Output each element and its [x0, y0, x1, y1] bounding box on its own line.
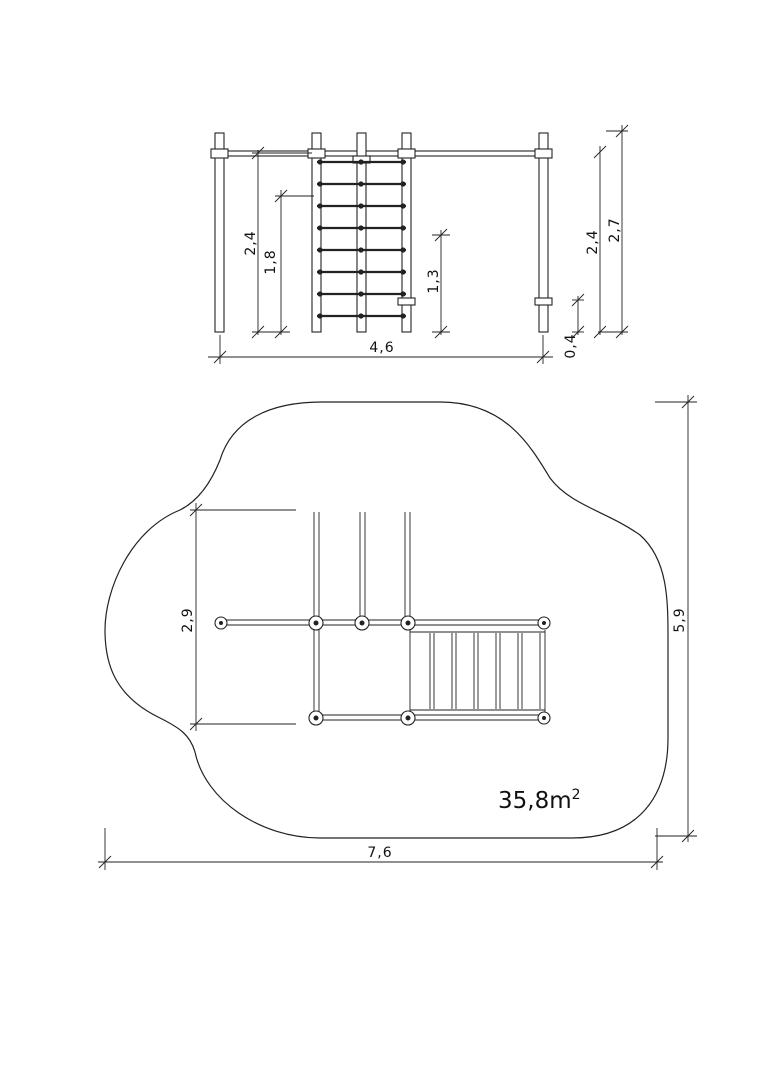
- elevation-dimension-lines: [208, 124, 629, 364]
- elevation-total-height-label: 2,7: [607, 217, 623, 242]
- plan-dimension-lines: [98, 395, 697, 870]
- area-label: 35,8m2: [498, 787, 581, 814]
- post-3: [356, 132, 367, 333]
- plan-view: 2,9 5,9 7,6 35,8m2: [98, 395, 697, 870]
- ladder-rungs: [317, 159, 406, 319]
- area-value: 35,8m: [498, 788, 572, 814]
- elevation-bar-height-label: 2,4: [585, 229, 601, 254]
- plan-post-joints: [214, 615, 551, 726]
- posts: [214, 132, 549, 333]
- plan-depth-label: 5,9: [672, 607, 688, 632]
- top-bar: [219, 150, 546, 157]
- elevation-view: 4,6 2,4 1,8 1,3 2,4 2,7 0,4: [208, 124, 629, 364]
- plan-inner-depth-label: 2,9: [180, 607, 196, 632]
- post-5: [538, 132, 549, 333]
- safety-area-outline: [104, 401, 669, 839]
- post-1: [214, 132, 225, 333]
- elevation-ladder-height-label: 1,3: [426, 268, 442, 293]
- plan-ladder-rungs: [429, 633, 541, 709]
- area-superscript: 2: [572, 787, 581, 803]
- post-2: [311, 132, 322, 333]
- post-4: [401, 132, 412, 333]
- elevation-bar-height-left-label: 2,4: [243, 230, 259, 255]
- elevation-ground-offset-label: 0,4: [563, 333, 579, 358]
- plan-frame: [225, 512, 546, 721]
- elevation-width-label: 4,6: [369, 340, 394, 356]
- elevation-rung-height-label: 1,8: [263, 249, 279, 274]
- plan-width-label: 7,6: [367, 845, 392, 861]
